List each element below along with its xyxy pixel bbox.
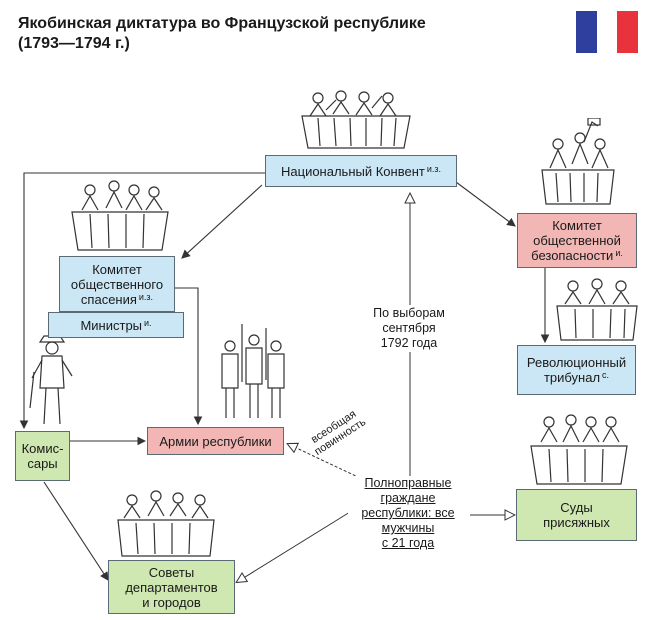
council-meeting-icon xyxy=(117,490,215,557)
councils-line-1: Советы xyxy=(148,564,195,580)
citizens-line-4: мужчины xyxy=(381,521,435,535)
tribunal-judges-icon xyxy=(556,278,638,341)
elections-line-3: 1792 года xyxy=(380,336,438,350)
jury-court-icon xyxy=(530,414,628,485)
elections-line-1: По выборам xyxy=(373,306,445,320)
elections-line-2: сентября xyxy=(382,321,436,335)
arrow-convention-security xyxy=(455,181,516,227)
public-safety-committee-line-1: Комитет xyxy=(92,261,142,277)
commissar-soldier-icon xyxy=(29,335,73,425)
councils-box: Советы департаментов и городов xyxy=(108,560,235,614)
salvation-committee-icon xyxy=(71,180,169,251)
revolutionary-tribunal-line-2: трибунал xyxy=(543,370,601,385)
security-committee-line-2: общественной xyxy=(533,233,621,248)
citizens-line-3: республики: все xyxy=(361,506,455,520)
security-committee-line-1: Комитет xyxy=(552,218,602,233)
title-line-2: (1793—1794 г.) xyxy=(18,35,130,52)
convention-assembly-icon xyxy=(301,90,411,149)
elections-label: По выборам сентября 1792 года xyxy=(370,305,448,352)
public-safety-committee-line-3: спасения xyxy=(80,291,137,307)
jury-courts-line-2: присяжных xyxy=(543,515,610,530)
republic-armies-box: Армии республики xyxy=(147,427,284,455)
commissars-box: Комис- сары xyxy=(15,431,70,481)
army-soldiers-icon xyxy=(221,324,285,418)
republic-armies-label: Армии республики xyxy=(159,433,272,449)
french-flag-icon xyxy=(576,11,638,53)
arrow-citizens-councils xyxy=(237,511,351,582)
commissars-line-1: Комис- xyxy=(21,441,64,456)
revolutionary-tribunal-sup: с. xyxy=(602,370,610,380)
security-committee-icon xyxy=(541,118,615,205)
citizens-line-1: Полноправные xyxy=(364,476,452,490)
citizens-line-5: с 21 года xyxy=(381,536,435,550)
citizens-line-2: граждане xyxy=(380,491,436,505)
title-line-1: Якобинская диктатура во Французской респ… xyxy=(18,15,426,32)
arrow-salvation-army xyxy=(175,287,203,426)
councils-line-2: департаментов xyxy=(125,579,218,595)
revolutionary-tribunal-line-1: Революционный xyxy=(526,355,627,370)
diagram-title: Якобинская диктатура во Французской респ… xyxy=(18,14,538,54)
arrow-convention-commissars xyxy=(19,172,265,430)
security-committee-line-3: безопасности xyxy=(531,248,614,263)
councils-line-3: и городов xyxy=(142,594,201,610)
national-convention-label: Национальный Конвент xyxy=(281,163,425,179)
arrow-convention-salvation xyxy=(181,184,263,259)
citizens-label: Полноправные граждане республики: все му… xyxy=(348,476,468,551)
jury-courts-box: Суды присяжных xyxy=(516,489,637,541)
ministers-label: Министры xyxy=(80,317,143,333)
public-safety-committee-line-2: общественного xyxy=(70,276,164,292)
arrow-citizens-army xyxy=(288,444,361,479)
commissars-line-2: сары xyxy=(27,456,58,471)
jury-courts-line-1: Суды xyxy=(560,500,593,515)
national-convention-sup: и.з. xyxy=(426,163,441,174)
ministers-sup: и. xyxy=(144,317,152,328)
public-safety-committee-sup: и.з. xyxy=(138,291,154,302)
arrow-commissars-councils xyxy=(43,481,109,581)
security-committee-sup: и. xyxy=(615,248,623,258)
